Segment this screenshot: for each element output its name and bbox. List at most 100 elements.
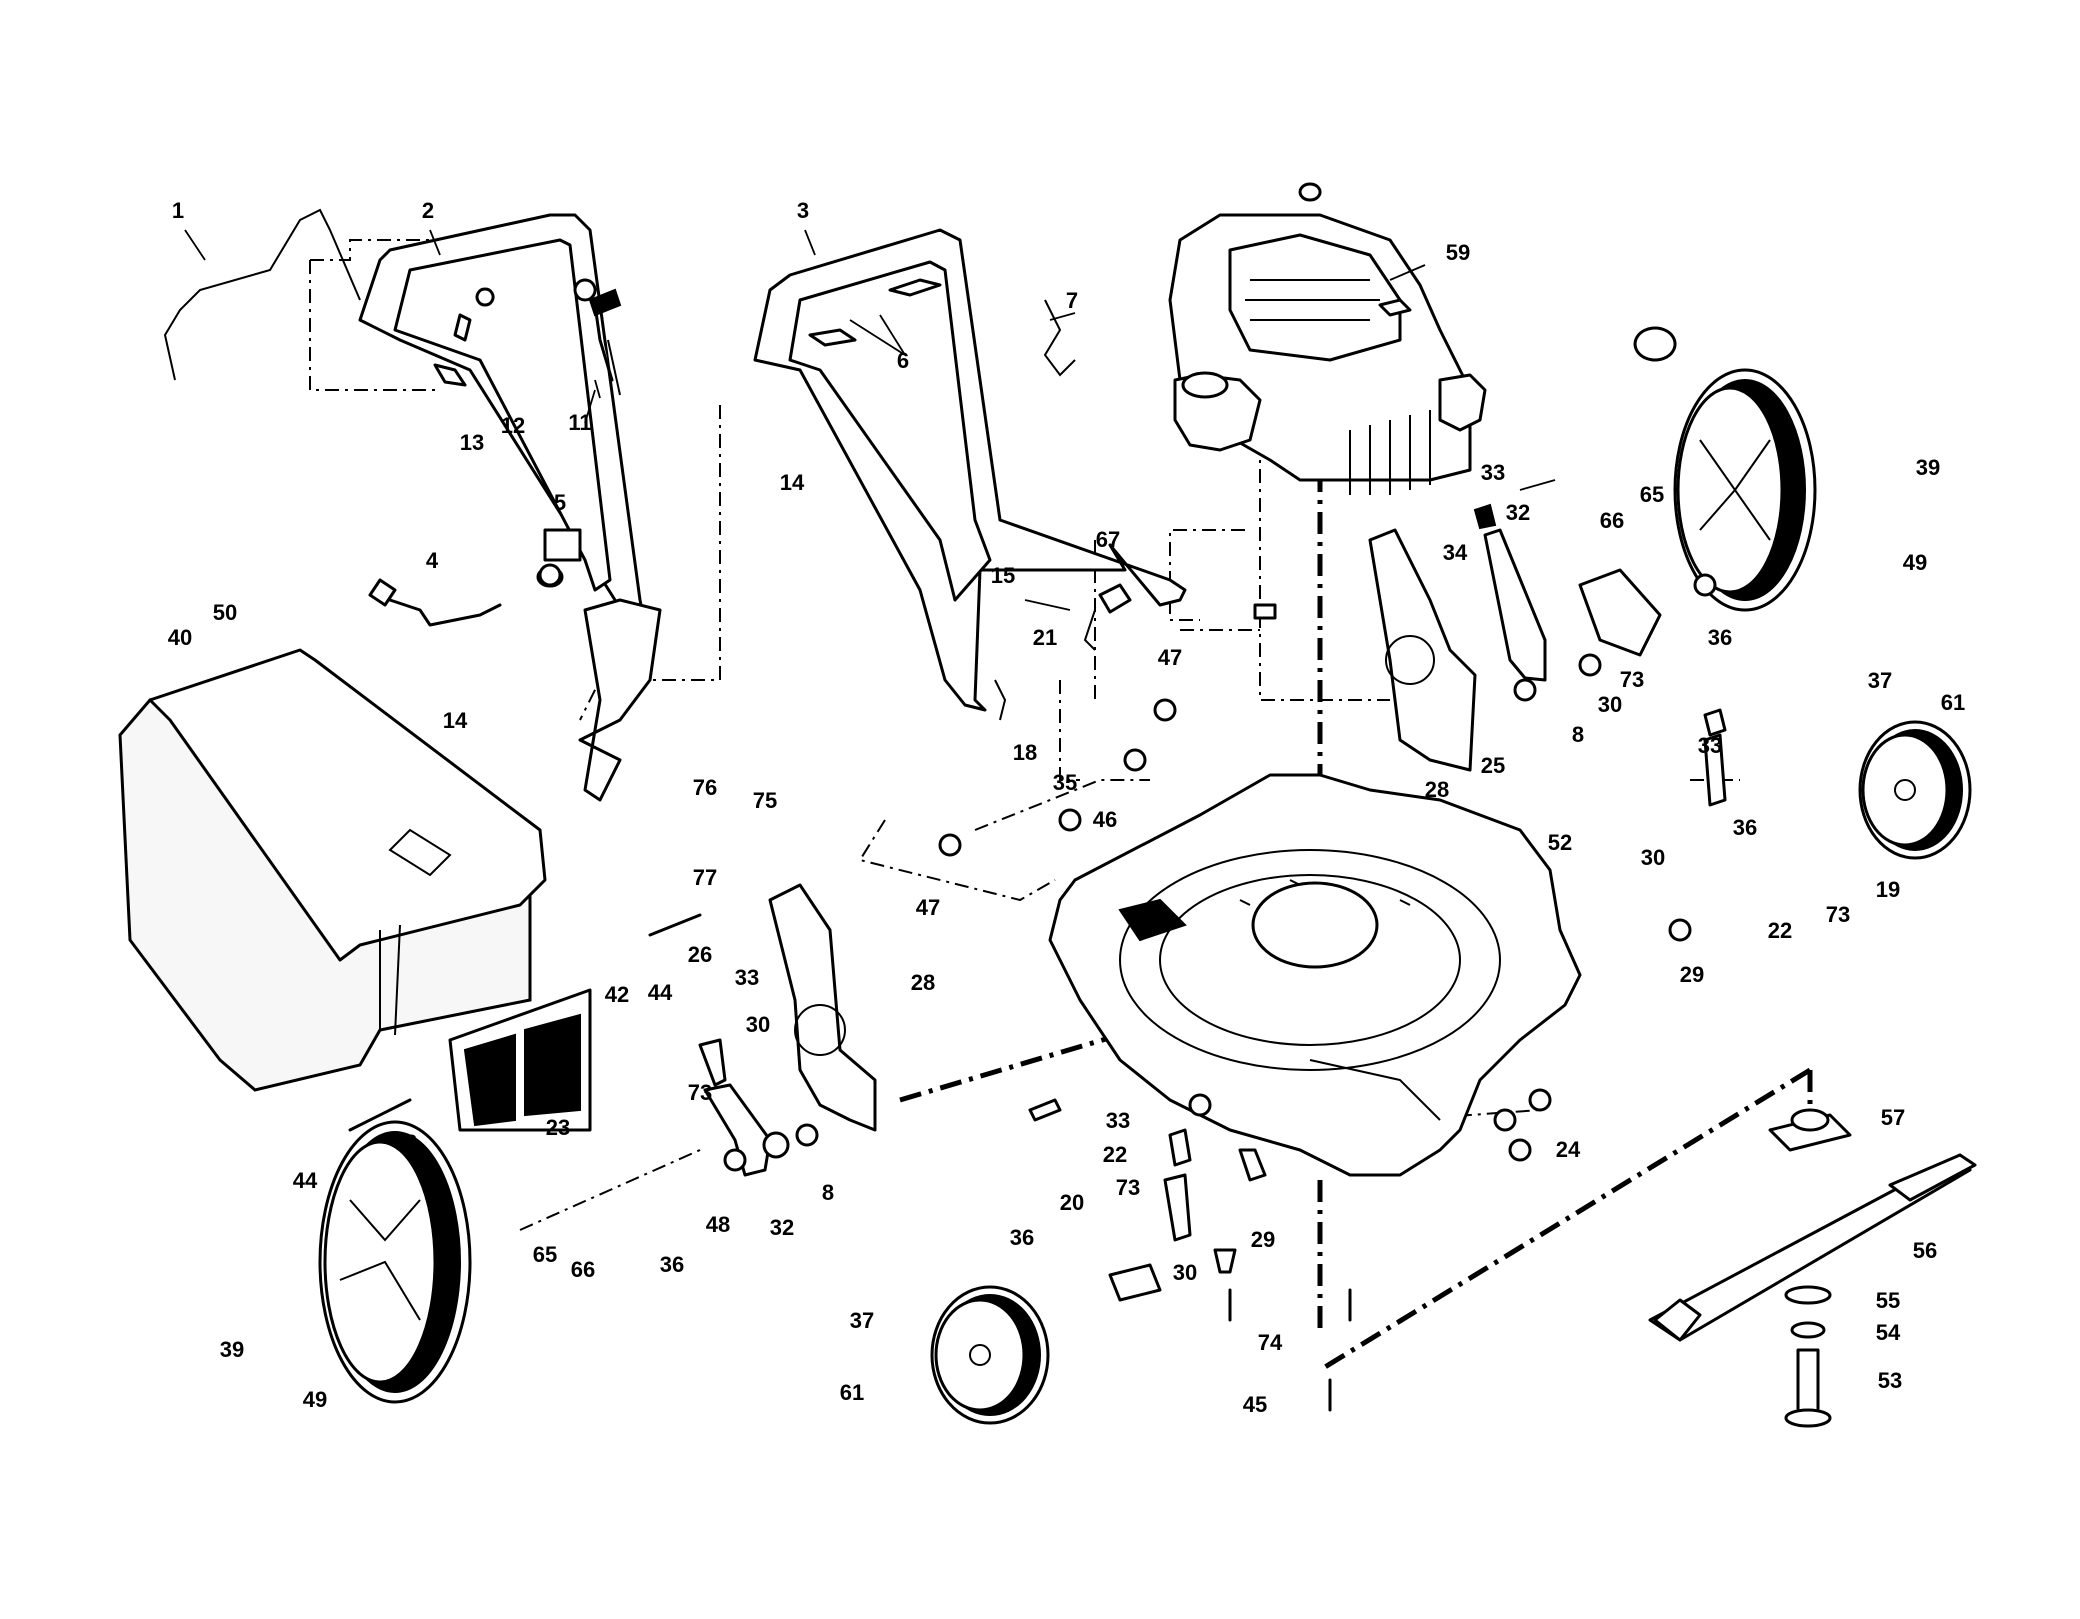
callout-c8a: 8	[822, 1180, 834, 1205]
mower-deck	[1048, 773, 1582, 1177]
callout-c33b: 33	[1481, 460, 1505, 485]
callout-c66a: 66	[571, 1257, 595, 1282]
grass-catcher-bag	[118, 648, 547, 1092]
callout-c19: 19	[1876, 877, 1900, 902]
callout-c4: 4	[426, 548, 439, 573]
left-height-bracket	[698, 883, 877, 1177]
callout-c57: 57	[1881, 1105, 1905, 1130]
rear-left-wheel	[318, 1120, 472, 1404]
callout-c26: 26	[688, 942, 712, 967]
callout-c32b: 32	[1506, 500, 1530, 525]
callout-c46: 46	[1093, 807, 1117, 832]
leader-lines	[184, 229, 1556, 611]
callout-c35: 35	[1053, 770, 1077, 795]
callout-c65a: 65	[533, 1242, 557, 1267]
callout-c37b: 37	[850, 1308, 874, 1333]
callout-c11: 11	[568, 410, 591, 435]
callout-c39b: 39	[1916, 455, 1940, 480]
callout-c76: 76	[693, 775, 717, 800]
callout-c77: 77	[693, 865, 717, 890]
callout-c30a: 30	[746, 1012, 770, 1037]
right-height-bracket	[1368, 326, 1677, 772]
callout-c33a: 33	[735, 965, 759, 990]
callout-c48: 48	[706, 1212, 730, 1237]
callout-c32a: 32	[770, 1215, 794, 1240]
callout-c49a: 49	[303, 1387, 327, 1412]
callout-c24: 24	[1556, 1137, 1581, 1162]
callout-c49b: 49	[1903, 550, 1927, 575]
upper-handle-assembly	[753, 228, 1187, 721]
callout-c28a: 28	[911, 970, 935, 995]
rear-deflector	[448, 598, 662, 1132]
callout-c53: 53	[1878, 1368, 1902, 1393]
callout-c40: 40	[168, 625, 192, 650]
callout-c73b: 73	[1620, 667, 1644, 692]
callout-c36b: 36	[1708, 625, 1732, 650]
callout-c7: 7	[1066, 288, 1078, 313]
callout-c42: 42	[605, 982, 629, 1007]
callout-c44a: 44	[648, 980, 673, 1005]
callout-c43: 43	[393, 1130, 417, 1155]
callout-c12: 12	[501, 413, 525, 438]
callout-c18: 18	[1013, 740, 1037, 765]
callout-c55: 55	[1876, 1288, 1900, 1313]
callout-c44b: 44	[293, 1168, 318, 1193]
callout-c30c: 30	[1173, 1260, 1197, 1285]
front-right-wheel	[1858, 720, 1972, 860]
callout-c3: 3	[797, 198, 809, 223]
callout-c36a: 36	[660, 1252, 684, 1277]
callout-c2: 2	[422, 198, 434, 223]
callout-c34: 34	[1443, 540, 1468, 565]
callout-c66b: 66	[1600, 508, 1624, 533]
callout-c65b: 65	[1640, 482, 1664, 507]
callout-c61b: 61	[1941, 690, 1965, 715]
callout-c6: 6	[897, 348, 909, 373]
callout-c5: 5	[554, 490, 566, 515]
callout-c36d: 36	[1733, 815, 1757, 840]
callout-c50: 50	[213, 600, 237, 625]
callout-c56: 56	[1913, 1238, 1937, 1263]
callout-c73a: 73	[688, 1080, 712, 1105]
callout-c73c: 73	[1116, 1175, 1140, 1200]
callout-c8b: 8	[1572, 722, 1584, 747]
engine	[1168, 182, 1487, 495]
callout-c14a: 14	[780, 470, 805, 495]
blade-assembly	[1648, 1108, 1977, 1428]
callout-c39a: 39	[220, 1337, 244, 1362]
front-left-wheel	[930, 1285, 1050, 1425]
callout-c25: 25	[1481, 753, 1505, 778]
callout-c30b: 30	[1598, 692, 1622, 717]
callout-c67: 67	[1096, 527, 1120, 552]
callout-c23: 23	[546, 1115, 570, 1140]
callout-c37a: 37	[1868, 668, 1892, 693]
callout-c61a: 61	[840, 1380, 864, 1405]
callout-c14b: 14	[443, 708, 468, 733]
callout-c47b: 47	[916, 895, 940, 920]
callout-c21: 21	[1033, 625, 1057, 650]
callout-c13: 13	[460, 430, 484, 455]
callout-c75: 75	[753, 788, 777, 813]
callout-c29b: 29	[1680, 962, 1704, 987]
rear-right-wheel	[1673, 368, 1817, 612]
callout-c20: 20	[1060, 1190, 1084, 1215]
callout-c30d: 30	[1641, 845, 1665, 870]
callout-c33c: 33	[1106, 1108, 1130, 1133]
callout-c1: 1	[172, 198, 184, 223]
callout-c33d: 33	[1698, 733, 1722, 758]
callout-c74: 74	[1258, 1330, 1283, 1355]
callout-c45: 45	[1243, 1392, 1267, 1417]
callout-c15: 15	[991, 563, 1015, 588]
hardware	[348, 563, 1727, 1412]
callout-c59: 59	[1446, 240, 1470, 265]
callout-c22a: 22	[1103, 1142, 1127, 1167]
callout-c52: 52	[1548, 830, 1572, 855]
assembly-guide-lines	[309, 239, 1813, 1373]
callout-c54: 54	[1876, 1320, 1901, 1345]
callout-c73d: 73	[1826, 902, 1850, 927]
callout-c22b: 22	[1768, 918, 1792, 943]
callout-c28b: 28	[1425, 777, 1449, 802]
callout-c29a: 29	[1251, 1227, 1275, 1252]
callout-c47a: 47	[1158, 645, 1182, 670]
